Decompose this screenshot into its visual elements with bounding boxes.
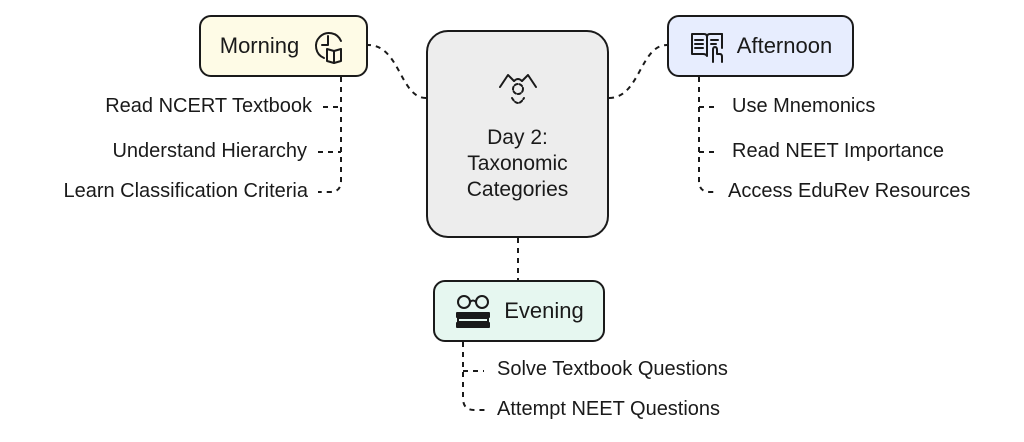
evening-task-item: Solve Textbook Questions xyxy=(497,358,728,380)
evening-node: Evening xyxy=(433,280,605,342)
central-topic-node: Day 2: Taxonomic Categories xyxy=(426,30,609,238)
morning-label: Morning xyxy=(219,33,300,58)
afternoon-node: Afternoon xyxy=(667,15,854,77)
morning-task-item: Learn Classification Criteria xyxy=(63,180,308,202)
evening-task-item: Attempt NEET Questions xyxy=(497,398,721,420)
central-title-line-3: Categories xyxy=(466,178,569,201)
central-title-line-1: Day 2: xyxy=(487,126,548,149)
morning-task-item: Understand Hierarchy xyxy=(112,140,307,162)
figure-icon xyxy=(495,65,541,111)
reading-book-icon xyxy=(689,28,725,64)
afternoon-task-item: Access EduRev Resources xyxy=(728,180,971,202)
afternoon-task-item: Use Mnemonics xyxy=(732,95,876,117)
central-title-line-2: Taxonomic xyxy=(467,152,568,175)
morning-task-item: Read NCERT Textbook xyxy=(105,95,312,117)
afternoon-task-item: Read NEET Importance xyxy=(732,140,944,162)
central-topic-title: Day 2: Taxonomic Categories xyxy=(467,125,569,203)
glasses-books-icon xyxy=(454,293,492,329)
evening-label: Evening xyxy=(504,298,584,323)
morning-node: Morning xyxy=(199,15,368,77)
afternoon-label: Afternoon xyxy=(736,33,833,58)
clock-book-icon xyxy=(311,28,347,64)
